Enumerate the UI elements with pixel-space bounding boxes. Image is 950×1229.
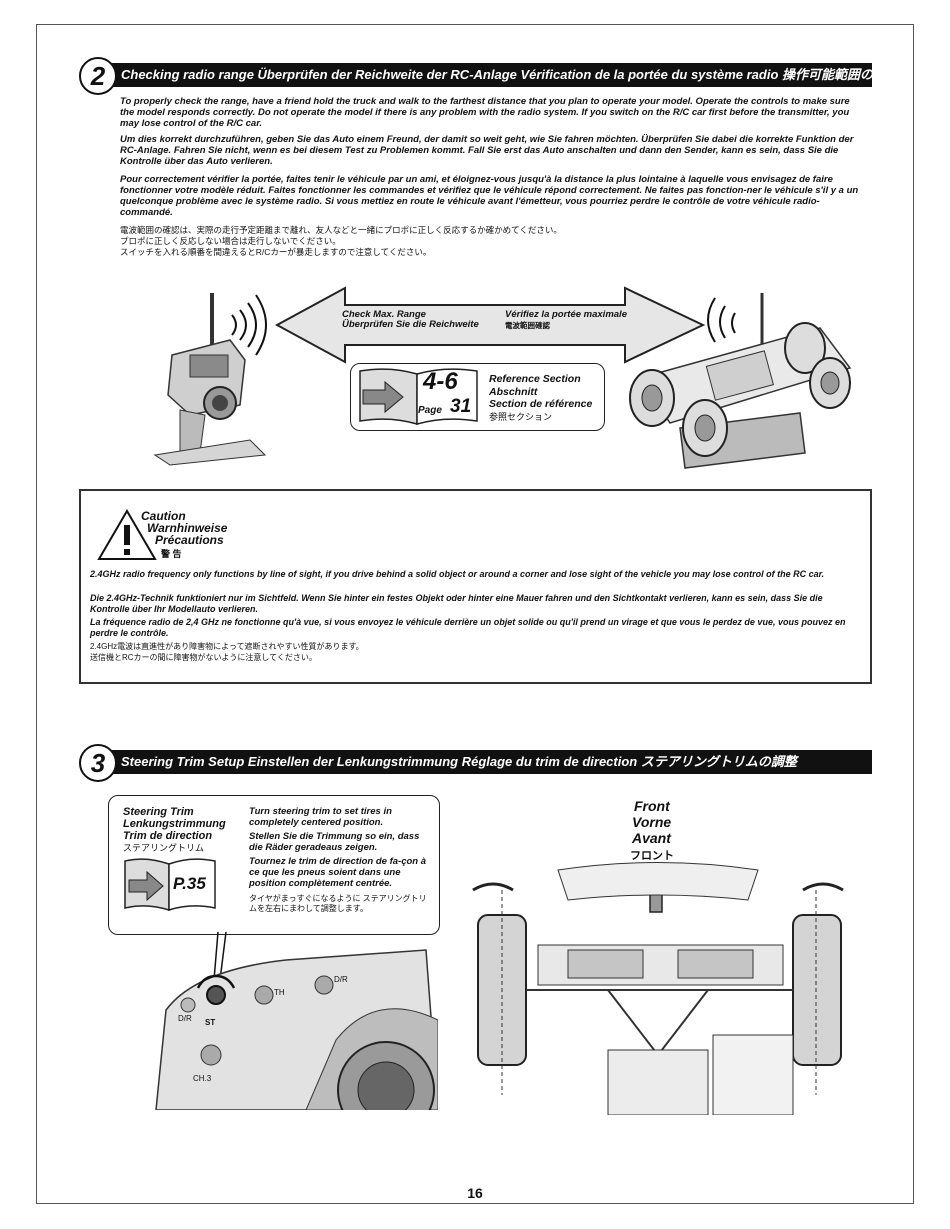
- arrow-label-jp: 電波範囲確認: [505, 321, 550, 330]
- trim-instr-en: Turn steering trim to set tires in compl…: [249, 806, 392, 828]
- trim-instr-fr: Tournez le trim de direction de fa-çon à…: [249, 856, 427, 889]
- section-2-para-fr: Pour correctement vérifier la portée, fa…: [120, 174, 859, 218]
- ref-label-en: Reference Section: [489, 373, 581, 385]
- tx-label-dr: D/R: [334, 975, 348, 984]
- caution-para-fr: La fréquence radio de 2,4 GHz ne fonctio…: [90, 617, 846, 638]
- arrow-label-de: Überprüfen Sie die Reichweite: [342, 319, 479, 330]
- ref-label-jp: 参照セクション: [489, 412, 553, 422]
- section-3-header: 3 Steering Trim Setup Einstellen der Len…: [79, 744, 872, 782]
- front-label-en: Front: [634, 798, 670, 814]
- section-2-header: 2 Checking radio range Überprüfen der Re…: [79, 57, 872, 95]
- front-label-fr: Avant: [632, 830, 671, 846]
- ref-page: 31: [450, 396, 472, 417]
- book-icon-small: [124, 858, 216, 912]
- section-2-number: 2: [79, 57, 117, 95]
- trim-title-en: Steering Trim: [123, 806, 194, 818]
- trim-title-fr: Trim de direction: [123, 830, 213, 842]
- arrow-label-fr: Vérifiez la portée maximale: [505, 309, 627, 320]
- caution-para-jp-1: 2.4GHz電波は直進性があり障害物によって遮断されやすい性質があります。: [90, 642, 364, 651]
- warning-triangle-icon: [97, 509, 157, 560]
- section-3-number: 3: [79, 744, 117, 782]
- front-label-jp: フロント: [630, 850, 674, 862]
- section-2-para-jp-1: 電波範囲の確認は、実際の走行予定距離まで離れ、友人などと一緒にプロポに正しく反応…: [120, 225, 562, 235]
- ref-number: 4-6: [423, 368, 458, 395]
- range-double-arrow: [275, 286, 705, 364]
- caution-para-jp-2: 送信機とRCカーの間に障害物がないように注意してください。: [90, 653, 317, 662]
- caution-box: Caution Warnhinweise Précautions 警 告 2.4…: [79, 489, 872, 684]
- ref-label-de: Abschnitt: [489, 386, 538, 398]
- section-2-para-en: To properly check the range, have a frie…: [120, 96, 850, 129]
- tx-label-st: ST: [205, 1018, 216, 1027]
- section-2-para-jp-2: プロポに正しく反応しない場合は走行しないでください。: [120, 236, 341, 246]
- section-2-title: Checking radio range Überprüfen der Reic…: [99, 63, 872, 87]
- transmitter-closeup: [155, 931, 438, 1110]
- ref-label-fr: Section de référence: [489, 398, 593, 410]
- caution-title-fr: Précautions: [155, 533, 224, 547]
- steering-trim-box: Steering Trim Lenkungstrimmung Trim de d…: [108, 795, 440, 935]
- caution-title-jp: 警 告: [161, 549, 182, 559]
- section-2-para-de: Um dies korrekt durchzuführen, geben Sie…: [120, 134, 854, 167]
- section-3-title: Steering Trim Setup Einstellen der Lenku…: [99, 750, 872, 774]
- trim-title-jp: ステアリングトリム: [123, 843, 205, 853]
- tx-label-ch3: CH.3: [193, 1074, 212, 1083]
- transmitter-illustration: [153, 293, 267, 466]
- page-frame: [36, 24, 914, 1204]
- caution-para-en: 2.4GHz radio frequency only functions by…: [90, 569, 825, 579]
- trim-instr-jp: タイヤがまっすぐになるように ステアリングトリムを左右にまわして調整します。: [249, 894, 427, 913]
- caution-para-de: Die 2.4GHz-Technik funktioniert nur im S…: [90, 593, 823, 614]
- trim-page-ref: P.35: [173, 874, 206, 893]
- caution-title-en: Caution: [141, 509, 186, 523]
- chassis-top-view: [472, 862, 844, 1115]
- tx-label-dual: D/R: [178, 1014, 192, 1023]
- trim-instr-de: Stellen Sie die Trimmung so ein, dass di…: [249, 831, 420, 853]
- book-icon: [359, 368, 478, 426]
- ref-page-label: Page: [418, 405, 442, 416]
- arrow-label-en: Check Max. Range: [342, 309, 426, 320]
- page-number: 16: [467, 1185, 483, 1201]
- section-2-para-jp-3: スイッチを入れる順番を間違えるとR/Cカーが暴走しますので注意してください。: [120, 247, 432, 257]
- tx-label-th: TH: [274, 988, 285, 997]
- front-label-de: Vorne: [632, 814, 672, 830]
- trim-title-de: Lenkungstrimmung: [123, 818, 226, 830]
- rc-car-illustration: [629, 293, 852, 469]
- caution-title-de: Warnhinweise: [147, 521, 228, 535]
